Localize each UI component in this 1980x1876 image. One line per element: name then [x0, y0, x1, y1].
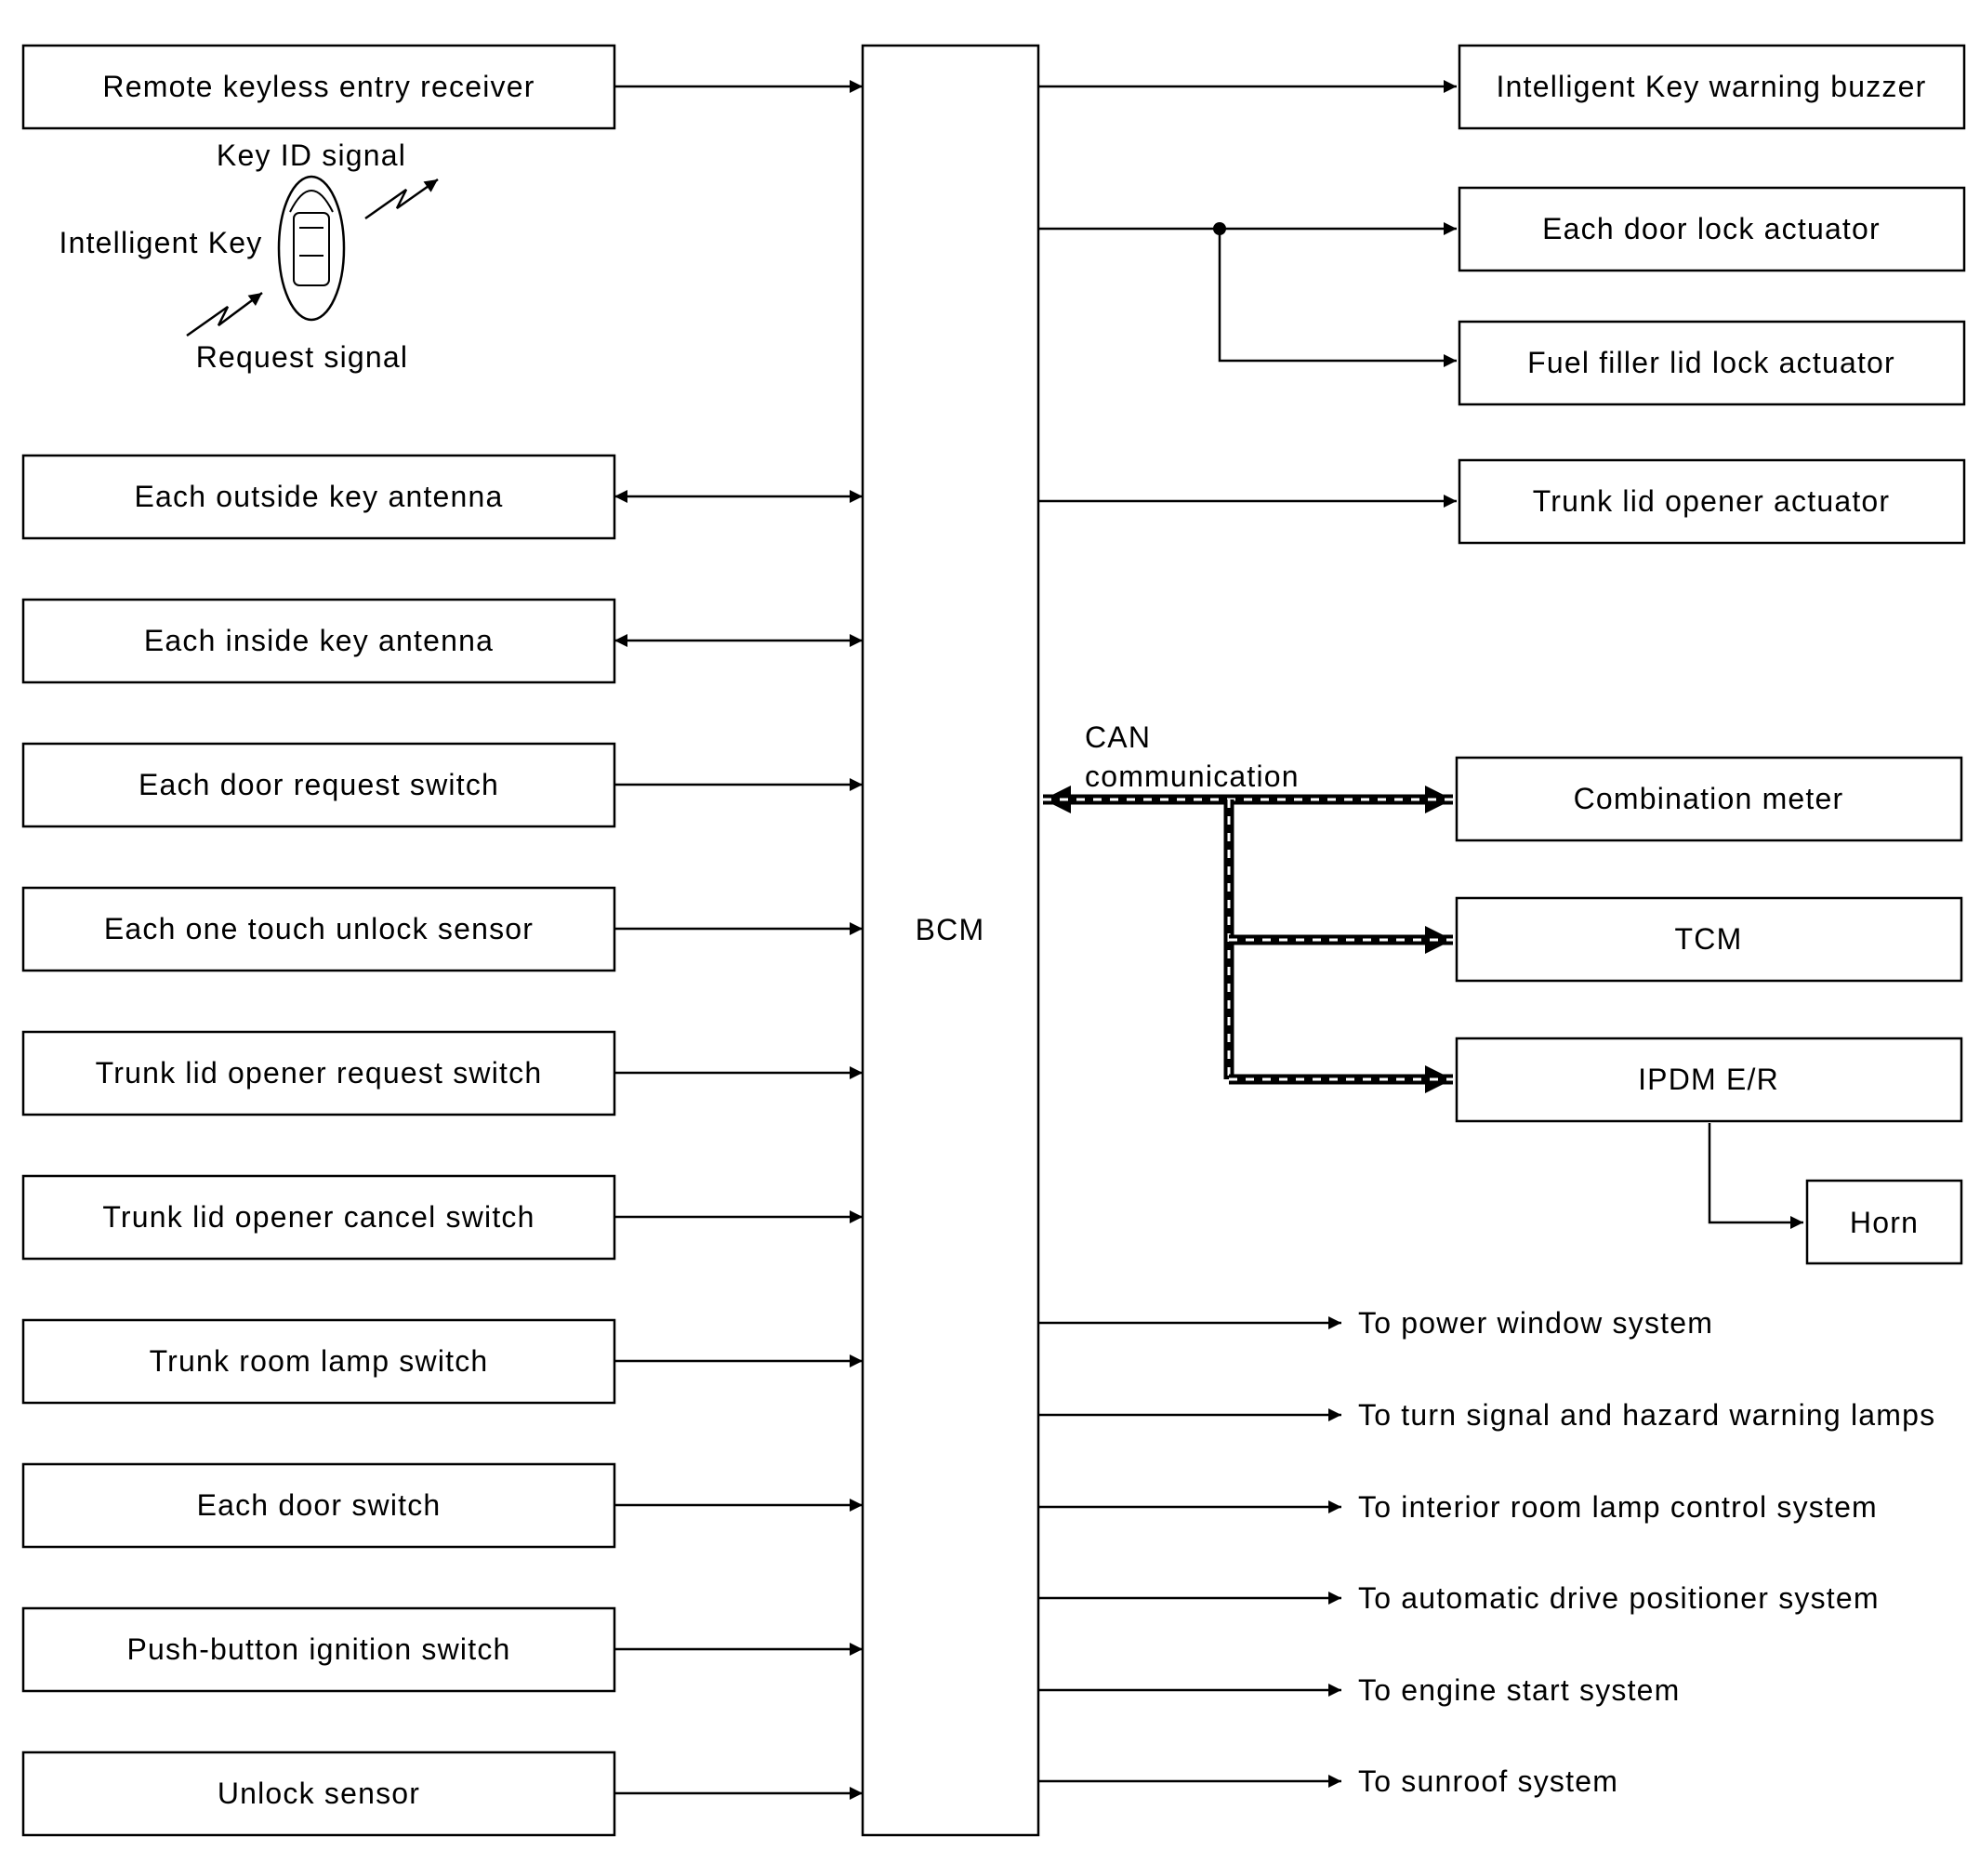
intelligent-key-group: Key ID signal Intelligent Key Request si…: [59, 139, 439, 374]
input-each-one-touch-unlock-sensor: Each one touch unlock sensor: [21, 886, 863, 972]
each-outside-key-antenna-box: [21, 454, 616, 540]
to-automatic-drive-positioner-system-label: To automatic drive positioner system: [1358, 1581, 1880, 1615]
input-push-button-ignition-switch: Push-button ignition switch: [21, 1606, 863, 1693]
tcm-label: TCM: [1675, 922, 1743, 956]
output-each-door-lock-actuator: Each door lock actuator: [1038, 186, 1966, 272]
intelligent-key-label: Intelligent Key: [59, 226, 262, 259]
system-to-power-window-system: To power window system: [1038, 1306, 1713, 1340]
output-fuel-filler-lid-lock-actuator: Fuel filler lid lock actuator: [1458, 320, 1966, 406]
combination-meter-label: Combination meter: [1574, 782, 1844, 815]
to-engine-start-system-label: To engine start system: [1358, 1673, 1681, 1707]
each-one-touch-unlock-sensor-box: [21, 886, 616, 972]
system-to-engine-start-system: To engine start system: [1038, 1673, 1681, 1707]
can-node-combination-meter: Combination meter: [1455, 756, 1963, 842]
tcm-box: [1455, 896, 1963, 983]
request-signal-wave-icon: [186, 291, 263, 337]
input-each-door-switch: Each door switch: [21, 1462, 863, 1549]
trunk-room-lamp-switch-box: [21, 1318, 616, 1405]
horn-label: Horn: [1850, 1206, 1919, 1239]
push-button-ignition-switch-label: Push-button ignition switch: [126, 1632, 510, 1666]
each-outside-key-antenna-label: Each outside key antenna: [134, 480, 503, 513]
input-trunk-lid-opener-request-switch: Trunk lid opener request switch: [21, 1030, 863, 1116]
each-door-lock-actuator-box: [1458, 186, 1966, 272]
each-door-request-switch-box: [21, 742, 616, 828]
intelligent-key-fob-icon: [277, 175, 346, 322]
each-door-request-switch-label: Each door request switch: [139, 768, 499, 801]
to-systems: To power window system To turn signal and…: [1038, 1306, 1935, 1798]
key-id-signal-label: Key ID signal: [217, 139, 406, 172]
each-one-touch-unlock-sensor-label: Each one touch unlock sensor: [104, 912, 534, 945]
system-to-automatic-drive-positioner-system: To automatic drive positioner system: [1038, 1581, 1880, 1615]
output-intelligent-key-warning-buzzer: Intelligent Key warning buzzer: [1038, 44, 1966, 130]
can-label-line2: communication: [1085, 760, 1300, 793]
key-id-signal-wave-icon: [364, 178, 439, 220]
to-interior-room-lamp-control-system-label: To interior room lamp control system: [1358, 1490, 1878, 1524]
to-turn-signal-and-hazard-warning-lamps-label: To turn signal and hazard warning lamps: [1358, 1398, 1935, 1432]
trunk-lid-opener-actuator-box: [1458, 458, 1966, 545]
each-door-lock-actuator-label: Each door lock actuator: [1542, 212, 1881, 245]
fuel-filler-lid-lock-actuator-box: [1458, 320, 1966, 406]
horn-group: Horn: [1708, 1123, 1963, 1265]
ipdm-e-r-label: IPDM E/R: [1638, 1063, 1779, 1096]
output-trunk-lid-opener-actuator: Trunk lid opener actuator: [1038, 458, 1966, 545]
trunk-room-lamp-switch-label: Trunk room lamp switch: [150, 1344, 489, 1378]
to-sunroof-system-label: To sunroof system: [1358, 1764, 1618, 1798]
request-signal-label: Request signal: [196, 340, 409, 374]
bcm-box: [861, 44, 1040, 1837]
each-door-switch-label: Each door switch: [197, 1488, 442, 1522]
fuel-filler-lid-lock-actuator-label: Fuel filler lid lock actuator: [1527, 346, 1895, 379]
door-lock-branch: [1213, 222, 1457, 367]
combination-meter-box: [1455, 756, 1963, 842]
trunk-lid-opener-cancel-switch-box: [21, 1174, 616, 1261]
system-to-turn-signal-and-hazard-warning-lamps: To turn signal and hazard warning lamps: [1038, 1398, 1935, 1432]
system-to-interior-room-lamp-control-system: To interior room lamp control system: [1038, 1490, 1878, 1524]
unlock-sensor-label: Unlock sensor: [218, 1777, 420, 1810]
intelligent-key-warning-buzzer-label: Intelligent Key warning buzzer: [1497, 70, 1927, 103]
trunk-lid-opener-request-switch-label: Trunk lid opener request switch: [96, 1056, 543, 1090]
bcm-label: BCM: [916, 913, 985, 946]
input-unlock-sensor: Unlock sensor: [21, 1750, 863, 1837]
can-node-ipdm-e-r: IPDM E/R: [1455, 1037, 1963, 1123]
can-node-tcm: TCM: [1455, 896, 1963, 983]
trunk-lid-opener-request-switch-box: [21, 1030, 616, 1116]
ipdm-e-r-box: [1455, 1037, 1963, 1123]
input-trunk-lid-opener-cancel-switch: Trunk lid opener cancel switch: [21, 1174, 863, 1261]
remote-keyless-entry-receiver-label: Remote keyless entry receiver: [102, 70, 535, 103]
intelligent-key-warning-buzzer-box: [1458, 44, 1966, 130]
each-inside-key-antenna-label: Each inside key antenna: [144, 624, 494, 657]
system-to-sunroof-system: To sunroof system: [1038, 1764, 1618, 1798]
push-button-ignition-switch-box: [21, 1606, 616, 1693]
trunk-lid-opener-actuator-label: Trunk lid opener actuator: [1533, 484, 1891, 518]
unlock-sensor-box: [21, 1750, 616, 1837]
input-remote-keyless-entry-receiver: Remote keyless entry receiver: [21, 44, 863, 130]
input-each-outside-key-antenna: Each outside key antenna: [21, 454, 863, 540]
trunk-lid-opener-cancel-switch-label: Trunk lid opener cancel switch: [102, 1200, 535, 1234]
to-power-window-system-label: To power window system: [1358, 1306, 1713, 1340]
can-label-line1: CAN: [1085, 720, 1151, 754]
each-inside-key-antenna-box: [21, 598, 616, 684]
input-each-inside-key-antenna: Each inside key antenna: [21, 598, 863, 684]
horn-box: [1805, 1179, 1963, 1265]
input-each-door-request-switch: Each door request switch: [21, 742, 863, 828]
can-bus: CAN communication: [1043, 720, 1453, 1093]
input-trunk-room-lamp-switch: Trunk room lamp switch: [21, 1318, 863, 1405]
remote-keyless-entry-receiver-box: [21, 44, 616, 130]
